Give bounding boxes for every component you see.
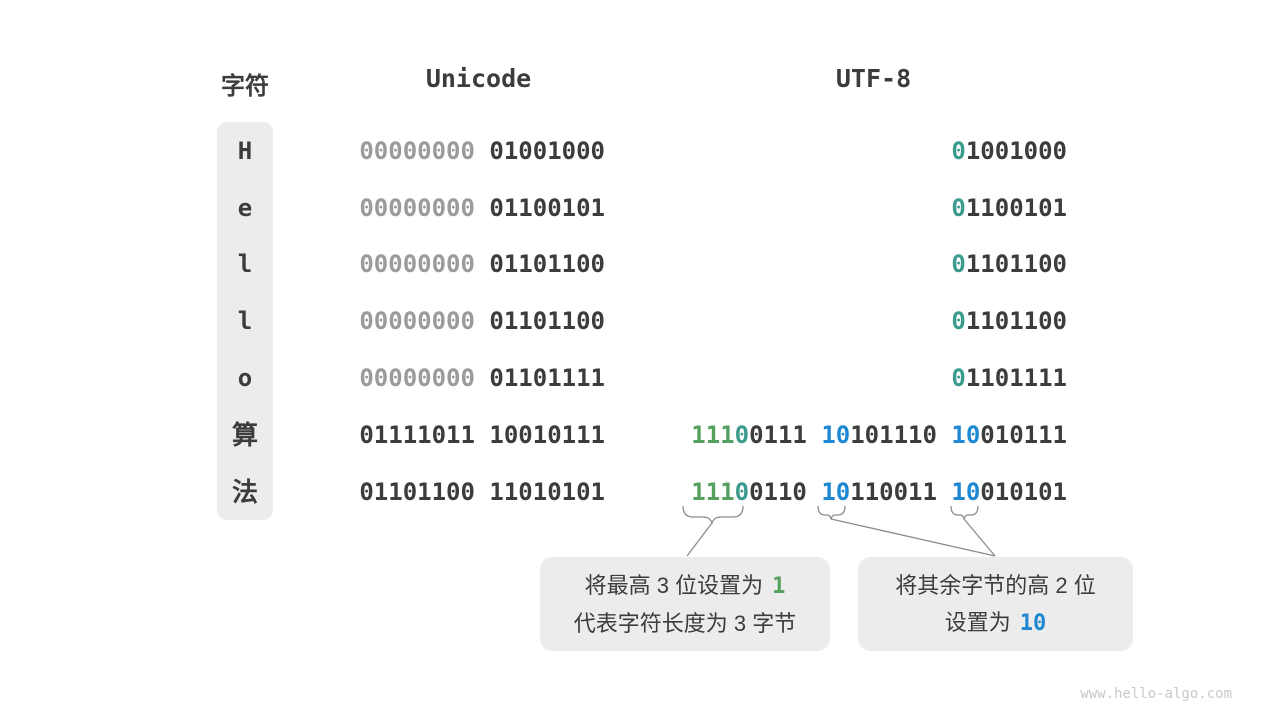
char-label: 法: [231, 477, 258, 507]
binary-segment: 1101111: [965, 364, 1067, 392]
unicode-binary: 01111011 10010111: [340, 417, 605, 453]
char-label: e: [237, 194, 253, 222]
binary-segment: 010101: [980, 478, 1067, 506]
binary-segment: 01111011 10010111: [359, 421, 605, 449]
binary-segment: 00000000: [359, 364, 475, 392]
binary-segment: 1001000: [965, 137, 1067, 165]
binary-segment: 00000000: [359, 250, 475, 278]
binary-segment: 010111: [980, 421, 1067, 449]
binary-segment: 0: [951, 137, 966, 165]
utf8-binary: 11100110 10110011 10010101: [680, 474, 1067, 510]
binary-segment: 10: [821, 421, 851, 449]
binary-segment: 10: [951, 421, 981, 449]
watermark: www.hello-algo.com: [1080, 686, 1232, 702]
binary-segment: 111: [691, 421, 735, 449]
connector-right-callout-byte3: [963, 518, 996, 557]
utf8-binary: 01001000: [680, 133, 1067, 169]
callout-right-line1: 将其余字节的高 2 位: [895, 572, 1096, 598]
binary-segment: 01101111: [474, 364, 605, 392]
binary-segment: 101110: [850, 421, 952, 449]
binary-segment: 01001000: [474, 137, 605, 165]
unicode-binary: 00000000 01101111: [340, 360, 605, 396]
binary-segment: 0: [951, 307, 966, 335]
unicode-binary: 01101100 11010101: [340, 474, 605, 510]
unicode-binary: 00000000 01100101: [340, 190, 605, 226]
binary-segment: 0: [951, 364, 966, 392]
binary-segment: 0: [734, 478, 750, 506]
char-label: l: [237, 250, 253, 278]
binary-segment: 111: [691, 478, 735, 506]
column-header-char: 字符: [221, 73, 269, 100]
utf8-binary: 01101100: [680, 303, 1067, 339]
binary-segment: 0110: [749, 478, 822, 506]
utf8-binary: 01100101: [680, 190, 1067, 226]
column-header-utf8: UTF-8: [835, 64, 912, 93]
binary-segment: 00000000: [359, 307, 475, 335]
callout-left-line1: 将最高 3 位设置为 1: [540, 567, 830, 605]
binary-segment: 0: [951, 194, 966, 222]
binary-segment: 01101100: [474, 250, 605, 278]
highlight-bit-1: 1: [772, 573, 786, 599]
binary-segment: 1101100: [965, 250, 1067, 278]
char-label: 算: [231, 420, 258, 450]
unicode-binary: 00000000 01001000: [340, 133, 605, 169]
callout-left-line1-text: 将最高 3 位设置为: [584, 572, 764, 598]
utf8-binary: 11100111 10101110 10010111: [680, 417, 1067, 453]
char-label: l: [237, 307, 253, 335]
callout-right-line2: 设置为 10: [858, 604, 1133, 642]
callout-continuation-bits: 将其余字节的高 2 位 设置为 10: [858, 557, 1133, 651]
unicode-binary: 00000000 01101100: [340, 303, 605, 339]
binary-segment: 01101100 11010101: [359, 478, 605, 506]
binary-segment: 10: [821, 478, 851, 506]
unicode-binary: 00000000 01101100: [340, 246, 605, 282]
binary-segment: 0: [734, 421, 750, 449]
utf8-binary: 01101111: [680, 360, 1067, 396]
connector-right-callout-byte2: [830, 518, 996, 557]
binary-segment: 01100101: [474, 194, 605, 222]
char-label: H: [237, 137, 253, 165]
callout-right-line2-text: 设置为: [944, 609, 1011, 635]
binary-segment: 10: [951, 478, 981, 506]
binary-segment: 0: [951, 250, 966, 278]
character-column-background: [217, 122, 273, 520]
binary-segment: 00000000: [359, 137, 475, 165]
binary-segment: 110011: [850, 478, 952, 506]
binary-segment: 0111: [749, 421, 822, 449]
connector-left-callout: [686, 522, 713, 557]
binary-segment: 1100101: [965, 194, 1067, 222]
column-header-unicode: Unicode: [425, 64, 532, 93]
binary-segment: 1101100: [965, 307, 1067, 335]
char-label: o: [237, 364, 253, 392]
highlight-bits-10: 10: [1019, 610, 1047, 636]
binary-segment: 01101100: [474, 307, 605, 335]
binary-segment: 00000000: [359, 194, 475, 222]
callout-leading-bits: 将最高 3 位设置为 1 代表字符长度为 3 字节: [540, 557, 830, 651]
callout-left-line2: 代表字符长度为 3 字节: [573, 610, 797, 636]
utf8-binary: 01101100: [680, 246, 1067, 282]
